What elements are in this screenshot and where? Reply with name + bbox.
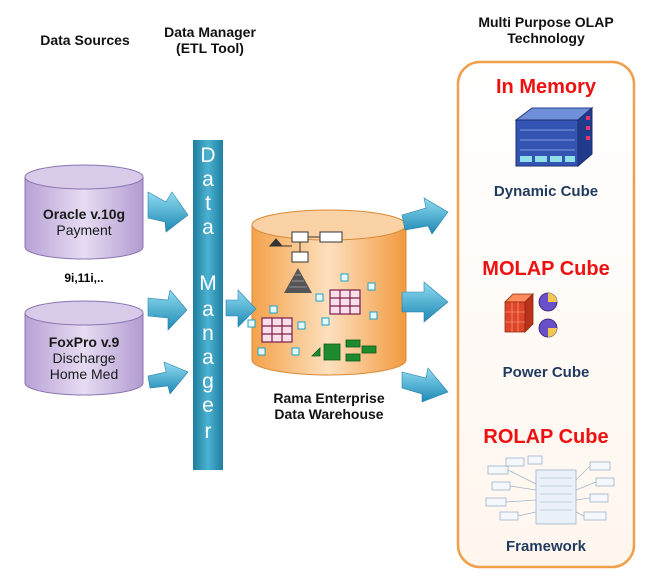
arrow-foxpro-to-etl — [147, 289, 188, 331]
olap-inmemory-caption: Dynamic Cube — [493, 183, 599, 200]
power-cube-icon — [504, 292, 558, 338]
header-data-manager-line2: (ETL Tool) — [176, 40, 244, 56]
warehouse-cylinder — [247, 209, 407, 376]
olap-rolap-title: ROLAP Cube — [483, 426, 609, 448]
etl-letter-7: n — [202, 322, 214, 345]
source-oracle-line: Payment — [56, 222, 112, 238]
source-oracle-note: 9i,11i,.. — [64, 271, 104, 285]
source-foxpro-line1: Discharge — [52, 350, 116, 366]
olap-inmemory-title: In Memory — [495, 76, 597, 98]
green-flow-icon — [311, 339, 377, 362]
etl-letter-10: e — [202, 394, 214, 417]
header-data-manager-line1: Data Manager — [164, 24, 256, 40]
etl-letter-6: a — [202, 298, 214, 321]
foxpro-cylinder — [24, 300, 144, 396]
warehouse-label: Rama Enterprise Data Warehouse — [246, 390, 412, 422]
arrow-foxpro2-to-etl — [147, 361, 189, 395]
etl-letter-3: t — [205, 192, 211, 215]
source-oracle-label: Oracle v.10g Payment — [25, 206, 143, 238]
etl-bar — [193, 140, 223, 470]
warehouse-line1: Rama Enterprise — [273, 390, 385, 406]
etl-letter-4: a — [202, 216, 214, 239]
etl-letter-8: a — [202, 346, 214, 369]
flow-arrows — [147, 191, 449, 403]
star-schema-icon-1 — [261, 317, 293, 343]
header-olap-line1: Multi Purpose OLAP — [478, 14, 614, 30]
arrow-oracle-to-etl — [147, 191, 189, 233]
source-foxpro-name: FoxPro v.9 — [48, 334, 120, 350]
arrow-warehouse-to-rolap — [401, 367, 449, 403]
header-data-manager: Data Manager (ETL Tool) — [150, 24, 270, 56]
etl-letter-5: M — [199, 272, 217, 295]
header-olap: Multi Purpose OLAP Technology — [450, 14, 642, 46]
warehouse-line2: Data Warehouse — [274, 406, 384, 422]
star-schema-icon-2 — [329, 289, 361, 315]
arrow-warehouse-to-molap — [401, 281, 449, 323]
etl-letter-2: a — [202, 168, 214, 191]
dynamic-cube-icon — [514, 106, 594, 168]
olap-container — [456, 60, 636, 569]
header-data-sources: Data Sources — [40, 32, 130, 48]
source-foxpro-label: FoxPro v.9 Discharge Home Med — [25, 334, 143, 382]
framework-icon — [485, 455, 615, 525]
olap-molap-title: MOLAP Cube — [482, 258, 610, 280]
olap-rolap-caption: Framework — [505, 538, 587, 555]
olap-molap-caption: Power Cube — [502, 364, 590, 381]
header-olap-line2: Technology — [507, 30, 585, 46]
etl-letter-1: D — [200, 144, 216, 167]
etl-letter-9: g — [202, 370, 214, 393]
etl-letter-11: r — [204, 420, 212, 443]
source-oracle-name: Oracle v.10g — [42, 206, 126, 222]
source-foxpro-line2: Home Med — [49, 366, 119, 382]
arrow-warehouse-to-inmemory — [401, 197, 449, 235]
arrow-etl-to-warehouse — [225, 289, 257, 328]
workflow-icon — [268, 231, 343, 263]
oracle-cylinder — [24, 164, 144, 260]
